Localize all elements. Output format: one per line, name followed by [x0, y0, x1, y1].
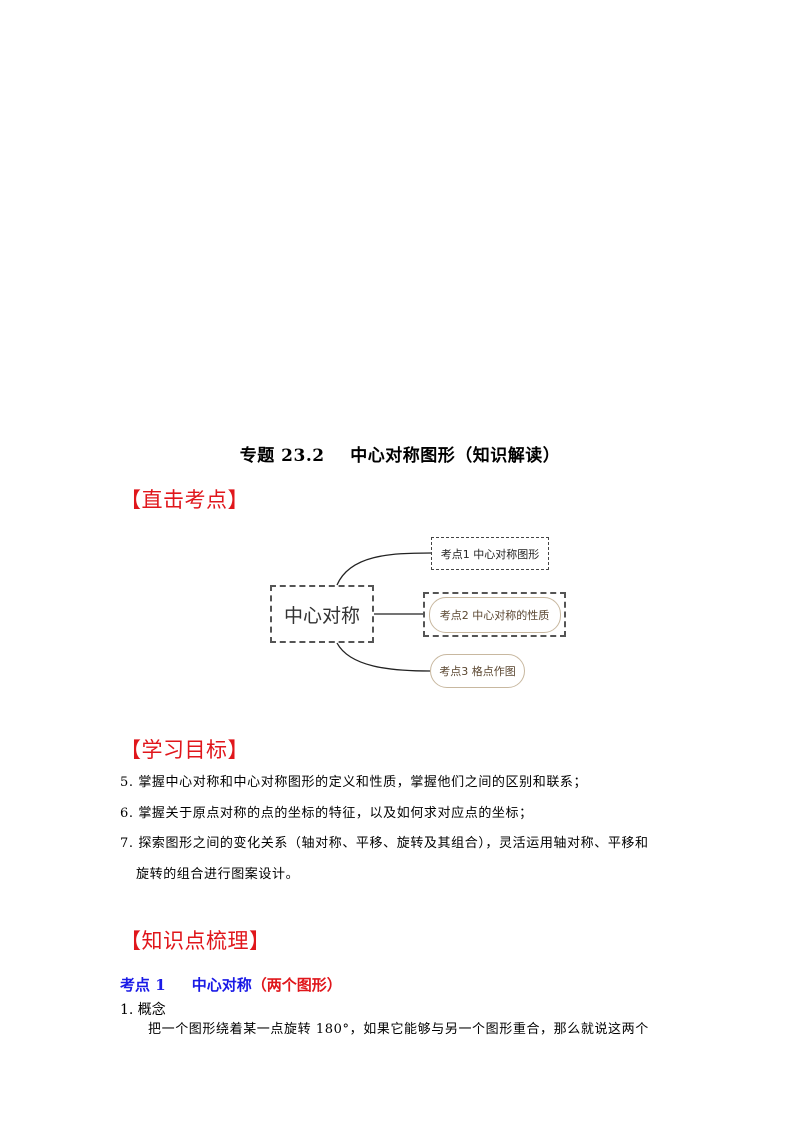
- concept-text: 把一个图形绕着某一点旋转 180°，如果它能够与另一个图形重合，那么就说这两个: [148, 1022, 649, 1037]
- mindmap-root: 中心对称: [270, 585, 374, 643]
- page-title: 专题 23.2 中心对称图形（知识解读）: [239, 446, 561, 466]
- knowledge-point-sublabel: （两个图形）: [251, 976, 342, 994]
- mindmap: 中心对称 考点1 中心对称图形 考点2 中心对称的性质 考点3 格点作图: [250, 525, 580, 700]
- section-heading-learning-goals: 【学习目标】: [120, 738, 249, 762]
- section-heading-knowledge-review: 【知识点梳理】: [120, 929, 271, 953]
- concept-heading: 1. 概念: [120, 1002, 166, 1018]
- mindmap-node-2: 考点2 中心对称的性质: [428, 596, 561, 633]
- mindmap-node-1: 考点1 中心对称图形: [431, 537, 549, 570]
- goal-item-7-continued: 旋转的组合进行图案设计。: [136, 867, 300, 882]
- knowledge-point-heading: 考点 1 中心对称（两个图形）: [120, 974, 342, 995]
- goal-item-5: 5. 掌握中心对称和中心对称图形的定义和性质，掌握他们之间的区别和联系；: [120, 775, 588, 790]
- connector-3: [336, 642, 431, 672]
- mindmap-node-2-frame: 考点2 中心对称的性质: [423, 592, 566, 637]
- connector-1: [336, 552, 432, 586]
- goal-item-6: 6. 掌握关于原点对称的点的坐标的特征，以及如何求对应点的坐标；: [120, 806, 533, 821]
- mindmap-connectors: [336, 552, 432, 672]
- knowledge-point-label: 考点 1 中心对称: [120, 976, 252, 994]
- mindmap-node-3: 考点3 格点作图: [430, 654, 525, 688]
- goal-item-7: 7. 探索图形之间的变化关系（轴对称、平移、旋转及其组合），灵活运用轴对称、平移…: [120, 836, 649, 851]
- section-heading-direct-points: 【直击考点】: [120, 488, 249, 512]
